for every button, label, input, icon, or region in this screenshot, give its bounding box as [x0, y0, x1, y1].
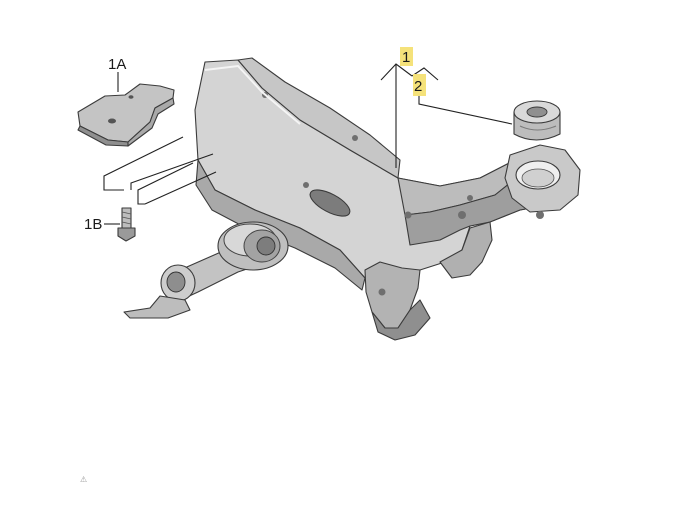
callout-2-label: 2 — [414, 78, 422, 95]
cover-plate-1a — [77, 83, 175, 242]
bushing-part-2 — [513, 100, 561, 141]
oval-slot — [309, 189, 351, 217]
leader-lines — [103, 63, 513, 225]
callout-1a-label: 1A — [108, 56, 126, 73]
warning-icon: ⚠ — [80, 475, 87, 484]
torque-rod-mount — [123, 221, 289, 319]
callout-1b-label: 1B — [84, 216, 102, 233]
subframe — [194, 57, 581, 341]
callout-2: 2 — [413, 74, 426, 96]
callout-1-label: 1 — [402, 49, 410, 66]
screw-part-1b — [117, 207, 136, 242]
callout-1: 1 — [400, 47, 413, 66]
